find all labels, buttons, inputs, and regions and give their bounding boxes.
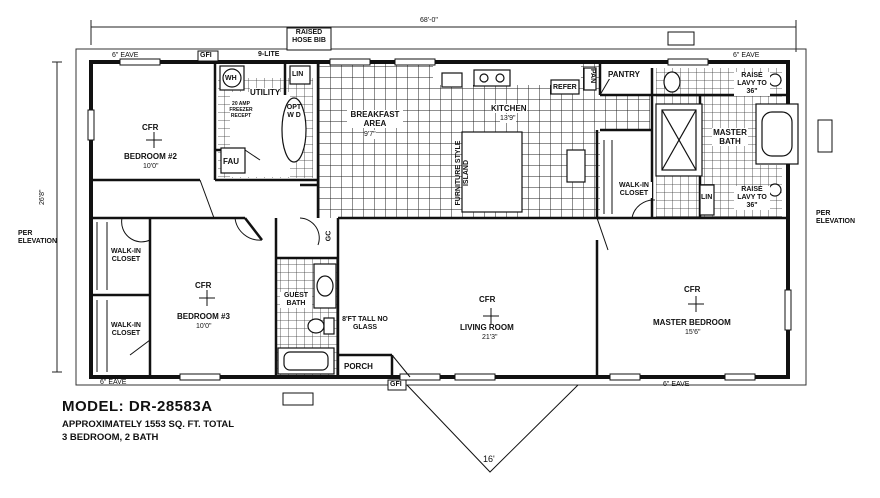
refrigerator-label: REFER	[553, 84, 577, 91]
master-bedroom-cfr: CFR	[684, 285, 701, 294]
guest-bath-label: GUEST BATH	[280, 292, 312, 308]
master-bedroom-size: 15'6"	[685, 329, 701, 336]
porch-outline	[406, 384, 579, 473]
raised-hose-bib-label: RAISED HOSE BIB	[292, 29, 326, 44]
master-bath-fixtures	[655, 71, 799, 216]
eave-top-right: 6" EAVE	[733, 52, 760, 59]
door-swings	[121, 77, 656, 378]
bedroom3-name: BEDROOM #3	[177, 312, 230, 321]
overall-dimension	[52, 20, 797, 373]
bedroom2-cfr: CFR	[142, 123, 159, 132]
utility-label: UTILITY	[250, 88, 281, 97]
water-heater-label: WH	[225, 75, 237, 82]
walkin-closet-2-label: WALK-IN CLOSET	[111, 322, 141, 337]
fau-label: FAU	[223, 157, 239, 166]
walkin-closet-1-label: WALK-IN CLOSET	[111, 248, 141, 263]
closet-shelves	[96, 140, 613, 372]
raise-lavy-top-label: RAISE LAVY TO 36"	[734, 72, 770, 96]
overall-depth-label: 26'8"	[39, 189, 46, 205]
gc-label: GC	[325, 230, 333, 242]
windows	[87, 58, 792, 381]
freezer-receptacle-label: 20 AMP FREEZER RECEPT	[229, 101, 253, 119]
eave-outline	[75, 48, 807, 386]
utility-fixtures	[219, 65, 311, 174]
linen-label: LIN	[292, 71, 304, 78]
eave-bottom-right: 6" EAVE	[663, 381, 690, 388]
per-elevation-right: PER ELEVATION	[816, 210, 856, 225]
living-size: 21'3"	[482, 334, 498, 341]
living-cfr: CFR	[479, 295, 496, 304]
gfi-porch-label: GFI	[390, 381, 402, 388]
gfi-boxes	[197, 50, 407, 391]
raise-lavy-bottom-label: RAISE LAVY TO 36"	[734, 186, 770, 210]
breakfast-size: 9'7"	[364, 130, 376, 139]
overall-width-label: 68'-0"	[420, 17, 438, 24]
model-sqft: APPROXIMATELY 1553 SQ. FT. TOTAL	[62, 419, 235, 430]
per-elevation-left: PER ELEVATION	[18, 230, 58, 245]
eave-top-left: 6" EAVE	[112, 52, 139, 59]
interior-walls	[91, 62, 788, 377]
porch-width-label: 16'	[483, 454, 495, 464]
master-walkin-label: WALK-IN CLOSET	[616, 182, 652, 198]
guest-bath-fixtures	[277, 263, 337, 375]
master-bedroom-name: MASTER BEDROOM	[653, 318, 731, 327]
gfi-top-label: GFI	[200, 52, 212, 59]
pantry-label: PANTRY	[608, 70, 640, 79]
living-name: LIVING ROOM	[460, 323, 514, 332]
bedroom2-size: 10'0"	[143, 163, 159, 170]
bedroom3-cfr: CFR	[195, 281, 212, 290]
kitchen-size: 13'9"	[500, 114, 516, 123]
cfr-markers	[146, 132, 704, 324]
model-beds: 3 BEDROOM, 2 BATH	[62, 432, 159, 443]
master-bath-label: MASTER BATH	[712, 128, 748, 146]
pan-label: PAN	[589, 68, 597, 84]
island-label: FURNITURE STYLE ISLAND	[455, 140, 470, 206]
linen-master-label: LIN	[701, 194, 713, 201]
porch-label: PORCH	[344, 362, 373, 371]
nine-lite-label: 9-LITE	[258, 51, 280, 58]
breakfast-name: BREAKFAST AREA	[347, 110, 403, 128]
exterior-elements	[282, 27, 833, 406]
opt-washer-dryer-label: OPT W D	[286, 104, 302, 119]
model-title: MODEL: DR-28583A	[62, 398, 213, 415]
kitchen-name: KITCHEN	[491, 104, 527, 113]
eave-bottom-left: 6" EAVE	[100, 379, 127, 386]
kitchen-fixtures	[441, 67, 597, 213]
no-glass-label: 8'FT TALL NO GLASS	[342, 316, 388, 331]
bedroom3-size: 10'0"	[196, 323, 212, 330]
bedroom2-name: BEDROOM #2	[124, 152, 177, 161]
